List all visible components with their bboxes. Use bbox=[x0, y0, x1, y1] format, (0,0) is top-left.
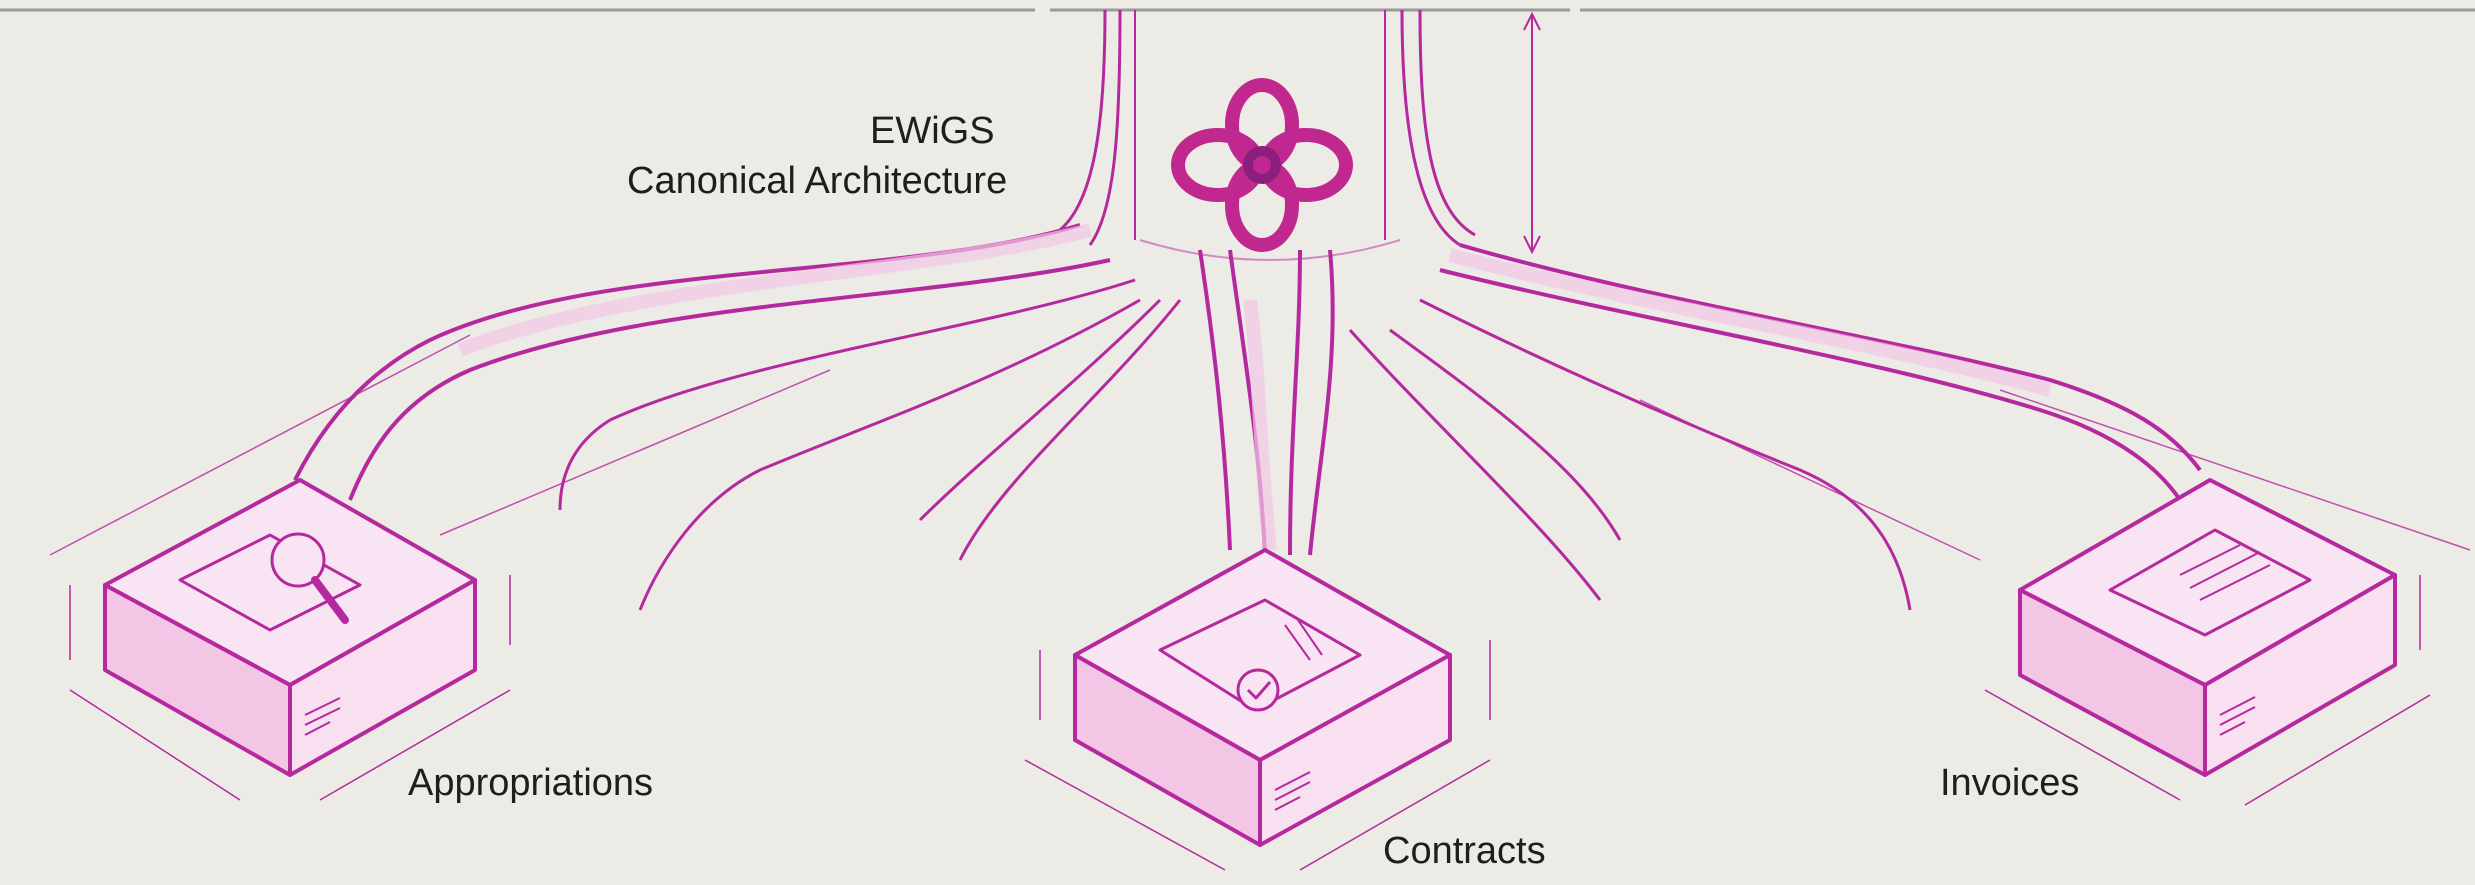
node-invoices-box bbox=[2018, 478, 2397, 777]
title-line-2: Canonical Architecture bbox=[627, 160, 1008, 202]
branch-invoices bbox=[1389, 243, 2202, 611]
trunk bbox=[1059, 9, 1476, 261]
contracts-dimensions bbox=[1024, 640, 1491, 871]
title-line-1: EWiGS bbox=[870, 110, 995, 152]
invoice-document-icon bbox=[2108, 528, 2312, 637]
knot-logo-icon bbox=[1171, 78, 1353, 252]
branch-appropriations bbox=[293, 223, 1162, 611]
label-invoices: Invoices bbox=[1940, 762, 2080, 804]
checked-document-icon bbox=[1158, 598, 1362, 712]
branch-contracts bbox=[958, 249, 1602, 601]
appropriations-dimensions bbox=[69, 575, 511, 801]
label-contracts: Contracts bbox=[1383, 830, 1546, 872]
dimension-guides bbox=[49, 334, 2471, 561]
node-contracts-box bbox=[1073, 548, 1452, 847]
label-appropriations: Appropriations bbox=[408, 762, 654, 804]
magnifier-document-icon bbox=[178, 532, 362, 632]
trunk-dimension-arrow bbox=[1523, 11, 1541, 255]
node-appropriations-box bbox=[103, 478, 477, 777]
invoices-dimensions bbox=[1984, 575, 2431, 806]
